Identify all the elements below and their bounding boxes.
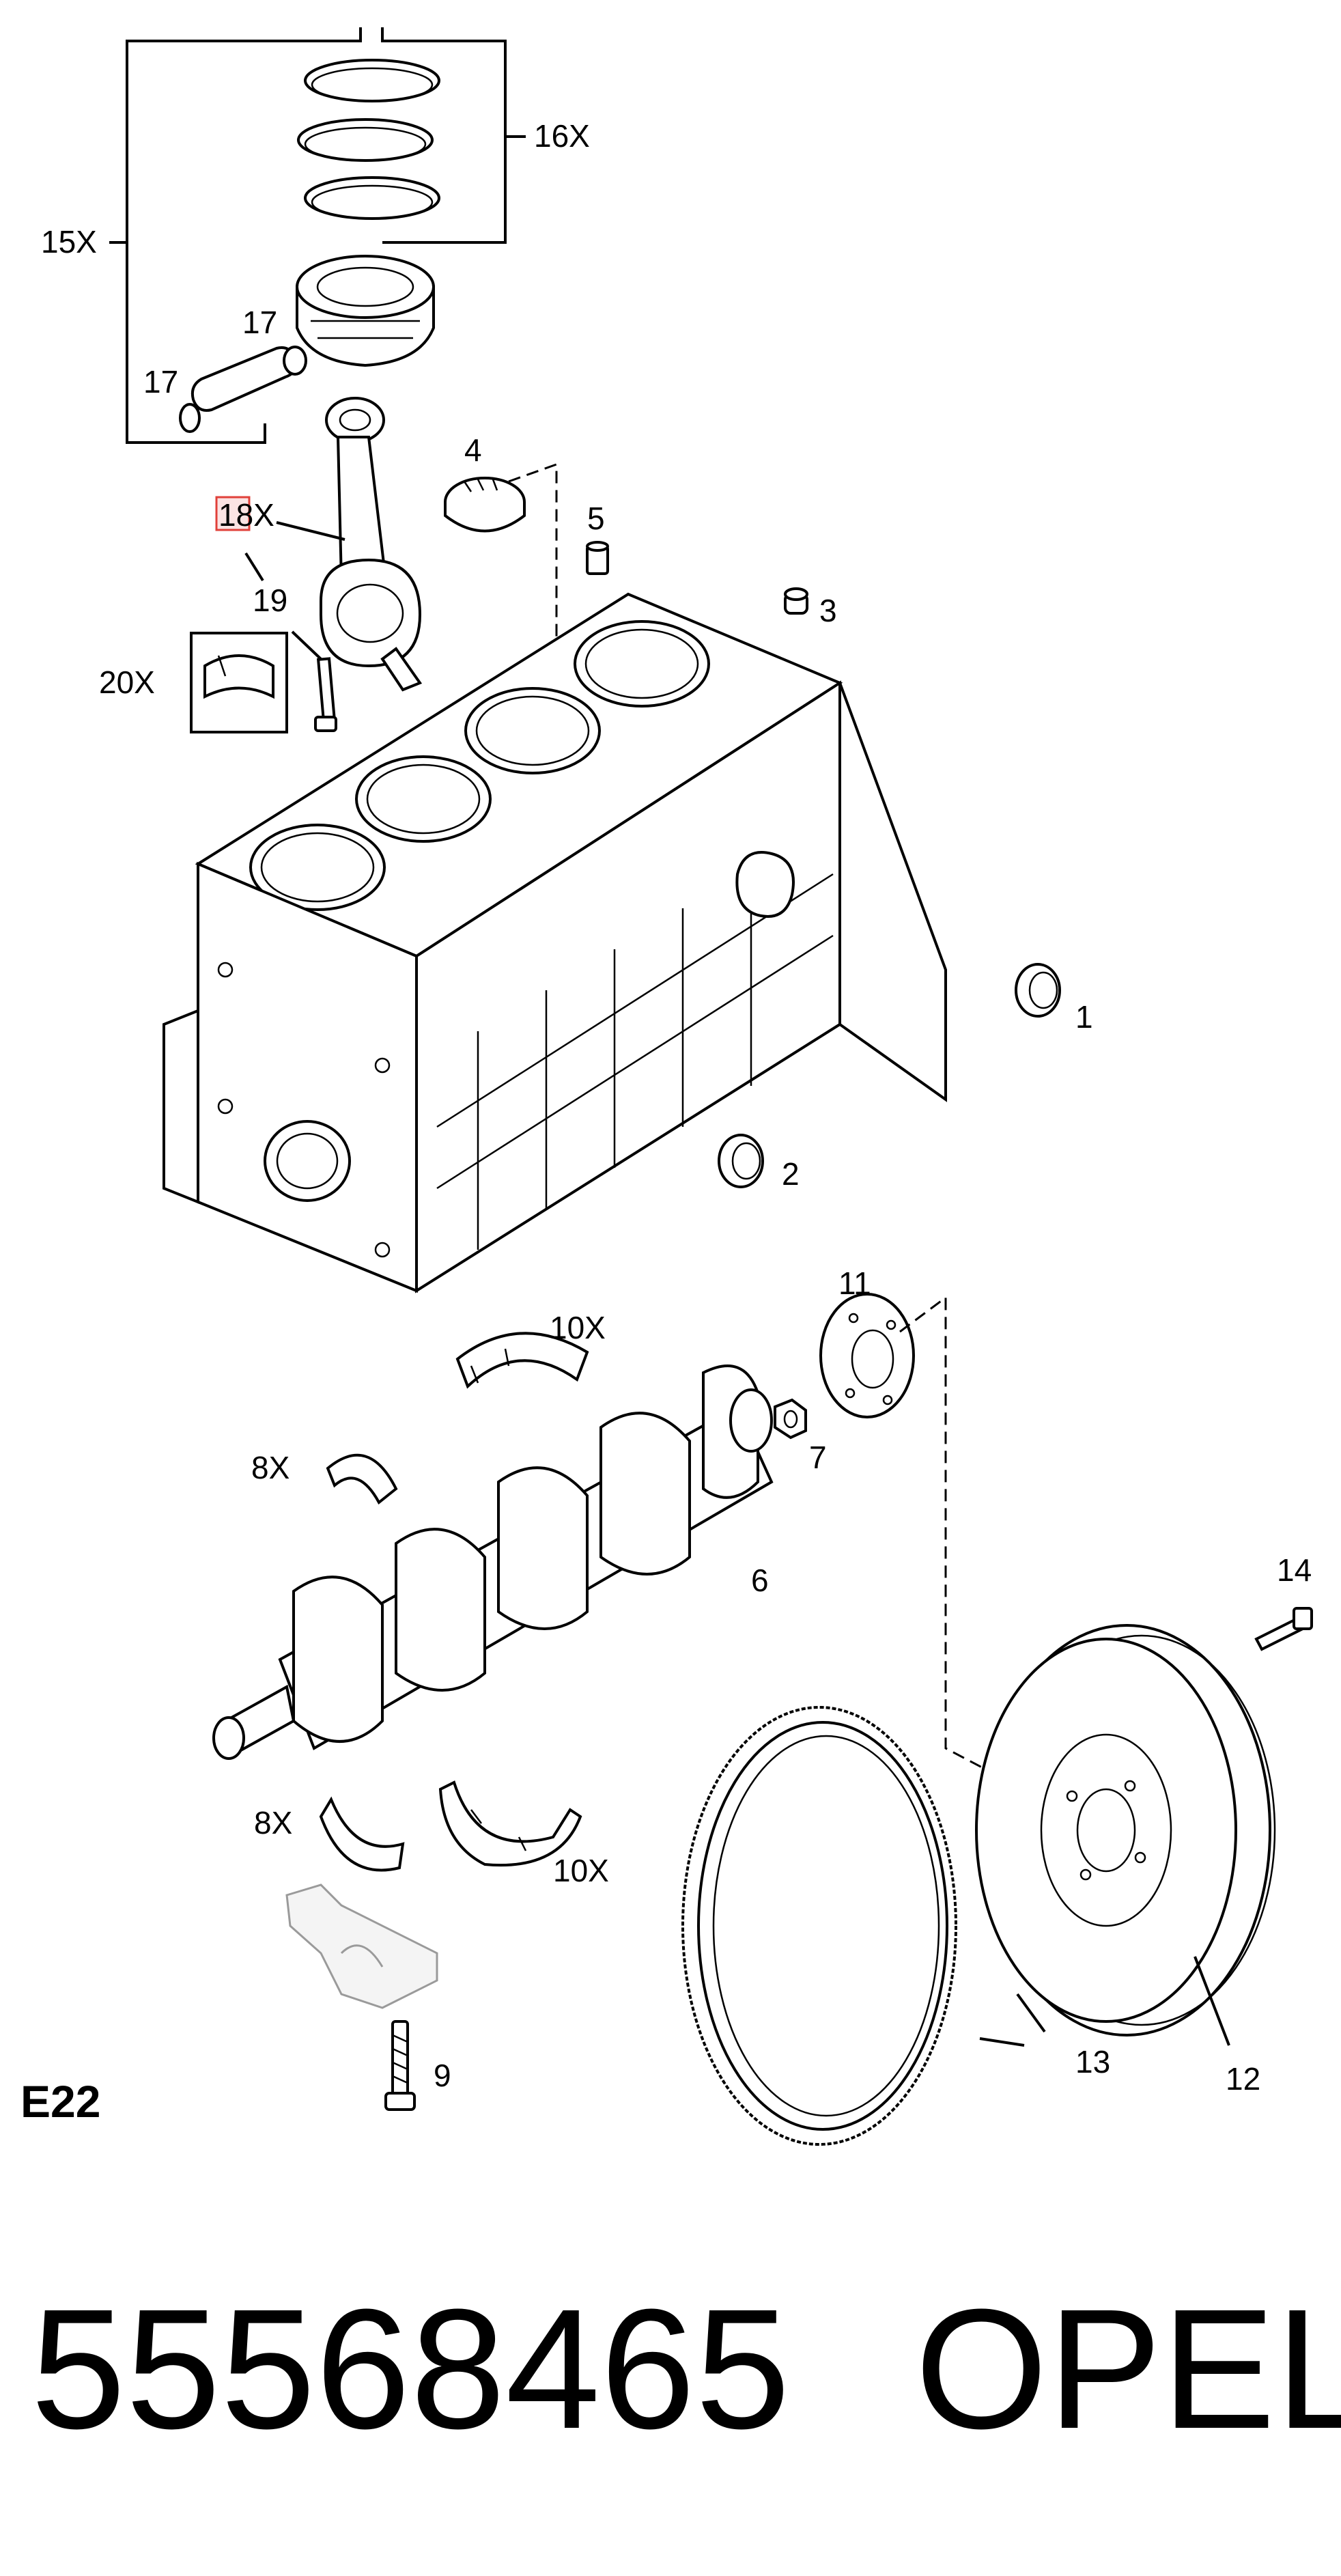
brand-name: OPEL [915, 2273, 1341, 2464]
callout-8xa: 8X [251, 1450, 290, 1485]
thrust-bearing-upper [326, 1453, 398, 1505]
rear-oil-seal [1015, 963, 1061, 1018]
callout-18x: 18X [218, 497, 274, 533]
alignment-guides-lower [899, 1296, 1011, 1784]
callout-5: 5 [587, 501, 605, 536]
bearing-cap [285, 1884, 438, 2009]
flywheel [975, 1624, 1276, 2036]
crankshaft [212, 1364, 774, 1760]
main-bearing-upper [455, 1332, 589, 1389]
plug [784, 587, 808, 615]
callout-3: 3 [819, 593, 837, 628]
dowel-pin [586, 541, 609, 575]
engine-block [163, 592, 947, 1293]
callout-9: 9 [434, 2058, 451, 2093]
nut [774, 1398, 807, 1440]
flywheel-bolt [1254, 1607, 1313, 1651]
callout-2: 2 [782, 1156, 800, 1192]
reluctor-plate [819, 1293, 915, 1418]
callout-15x: 15X [41, 224, 97, 260]
leader-lines [244, 521, 1230, 2047]
piston [296, 255, 435, 367]
callout-13: 13 [1075, 2044, 1110, 2080]
callout-20x: 20X [99, 664, 155, 700]
callout-6: 6 [751, 1563, 769, 1598]
cap-bolt [384, 2020, 416, 2111]
piston-rings [297, 59, 440, 220]
callout-10xa: 10X [550, 1310, 606, 1345]
callout-16x: 16X [534, 118, 590, 154]
highlight-box [215, 496, 251, 531]
connecting-rod [320, 397, 423, 692]
callout-17a: 17 [242, 305, 277, 340]
callout-11: 11 [838, 1265, 871, 1301]
callout-10xb: 10X [553, 1853, 609, 1888]
callout-12: 12 [1226, 2061, 1260, 2097]
alignment-guides-upper [508, 462, 558, 649]
part-number: 55568465 [31, 2273, 790, 2464]
callout-8xb: 8X [254, 1805, 292, 1840]
callout-7: 7 [809, 1440, 827, 1475]
callout-labels: 15X 16X 17 17 18X 19 20X 4 5 3 1 2 11 10… [41, 118, 1312, 2097]
callout-14: 14 [1277, 1552, 1312, 1588]
piston-assembly-bracket [109, 27, 526, 444]
thrust-bearing-lower [319, 1796, 405, 1872]
rod-bearing-box [190, 632, 288, 733]
rod-bolt [314, 657, 337, 732]
callout-4: 4 [464, 432, 482, 468]
callout-17b: 17 [143, 364, 178, 400]
front-oil-seal [718, 1134, 764, 1188]
callout-19: 19 [253, 583, 287, 618]
piston-pin [179, 346, 307, 433]
ring-gear [681, 1706, 957, 2146]
section-code: E22 [20, 2076, 100, 2127]
main-bearing-shell [444, 477, 526, 533]
callout-1: 1 [1075, 999, 1093, 1035]
main-bearing-lower [438, 1780, 582, 1867]
